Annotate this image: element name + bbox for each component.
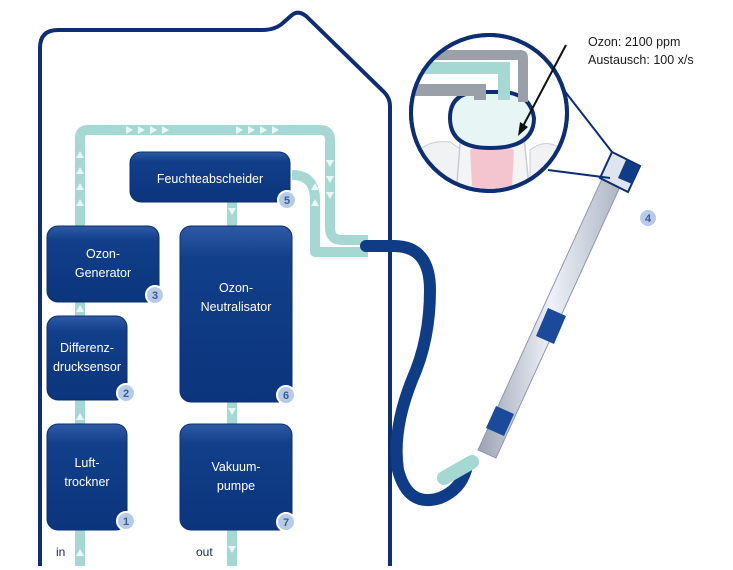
box-vakuumpumpe: Vakuum- pumpe 7 [179,423,296,532]
callout-exchange-rate: Austausch: 100 x/s [588,53,694,67]
box-ozon-generator: Ozon- Generator 3 [46,225,165,305]
handpiece [477,150,642,459]
badge-1 [116,511,136,531]
box-neutralisator-line2: Neutralisator [201,300,272,314]
box-lufttrockner-line1: Luft- [74,456,99,470]
box-feuchteabscheider: Feuchteabscheider 5 [129,151,297,210]
box-vakuumpumpe-line1: Vakuum- [211,460,260,474]
box-differenzdrucksensor: Differenz- drucksensor 2 [46,315,136,403]
badge-3 [145,285,165,305]
label-out: out [196,545,213,559]
box-vakuumpumpe-line2: pumpe [217,479,255,493]
box-neutralisator-line1: Ozon- [219,281,253,295]
badge-4 [638,208,658,228]
zoom-magnifier [409,33,569,193]
box-differenz-line2: drucksensor [53,360,121,374]
badge-6 [276,385,296,405]
box-differenz-line1: Differenz- [60,341,114,355]
box-lufttrockner: Luft- trockner 1 [46,423,136,531]
badge-5 [277,190,297,210]
callout-ozone-ppm: Ozon: 2100 ppm [588,35,680,49]
badge-4-text: 4 [645,213,652,225]
label-in: in [56,545,65,559]
badge-2 [116,383,136,403]
badge-6-text: 6 [283,390,289,402]
box-ozon-generator-line1: Ozon- [86,247,120,261]
box-lufttrockner-line2: trockner [64,475,109,489]
box-ozon-neutralisator: Ozon- Neutralisator 6 [179,225,296,405]
badge-5-text: 5 [284,195,290,207]
flow-arrows [76,126,334,556]
badge-7-text: 7 [283,517,289,529]
hose-connector [437,455,479,485]
badge-7 [276,512,296,532]
box-ozon-generator-line2: Generator [75,266,131,280]
badge-3-text: 3 [152,290,158,302]
badge-1-text: 1 [123,516,129,528]
badge-2-text: 2 [123,388,129,400]
suction-hose [360,240,472,507]
box-feuchteabscheider-label: Feuchteabscheider [157,172,263,186]
